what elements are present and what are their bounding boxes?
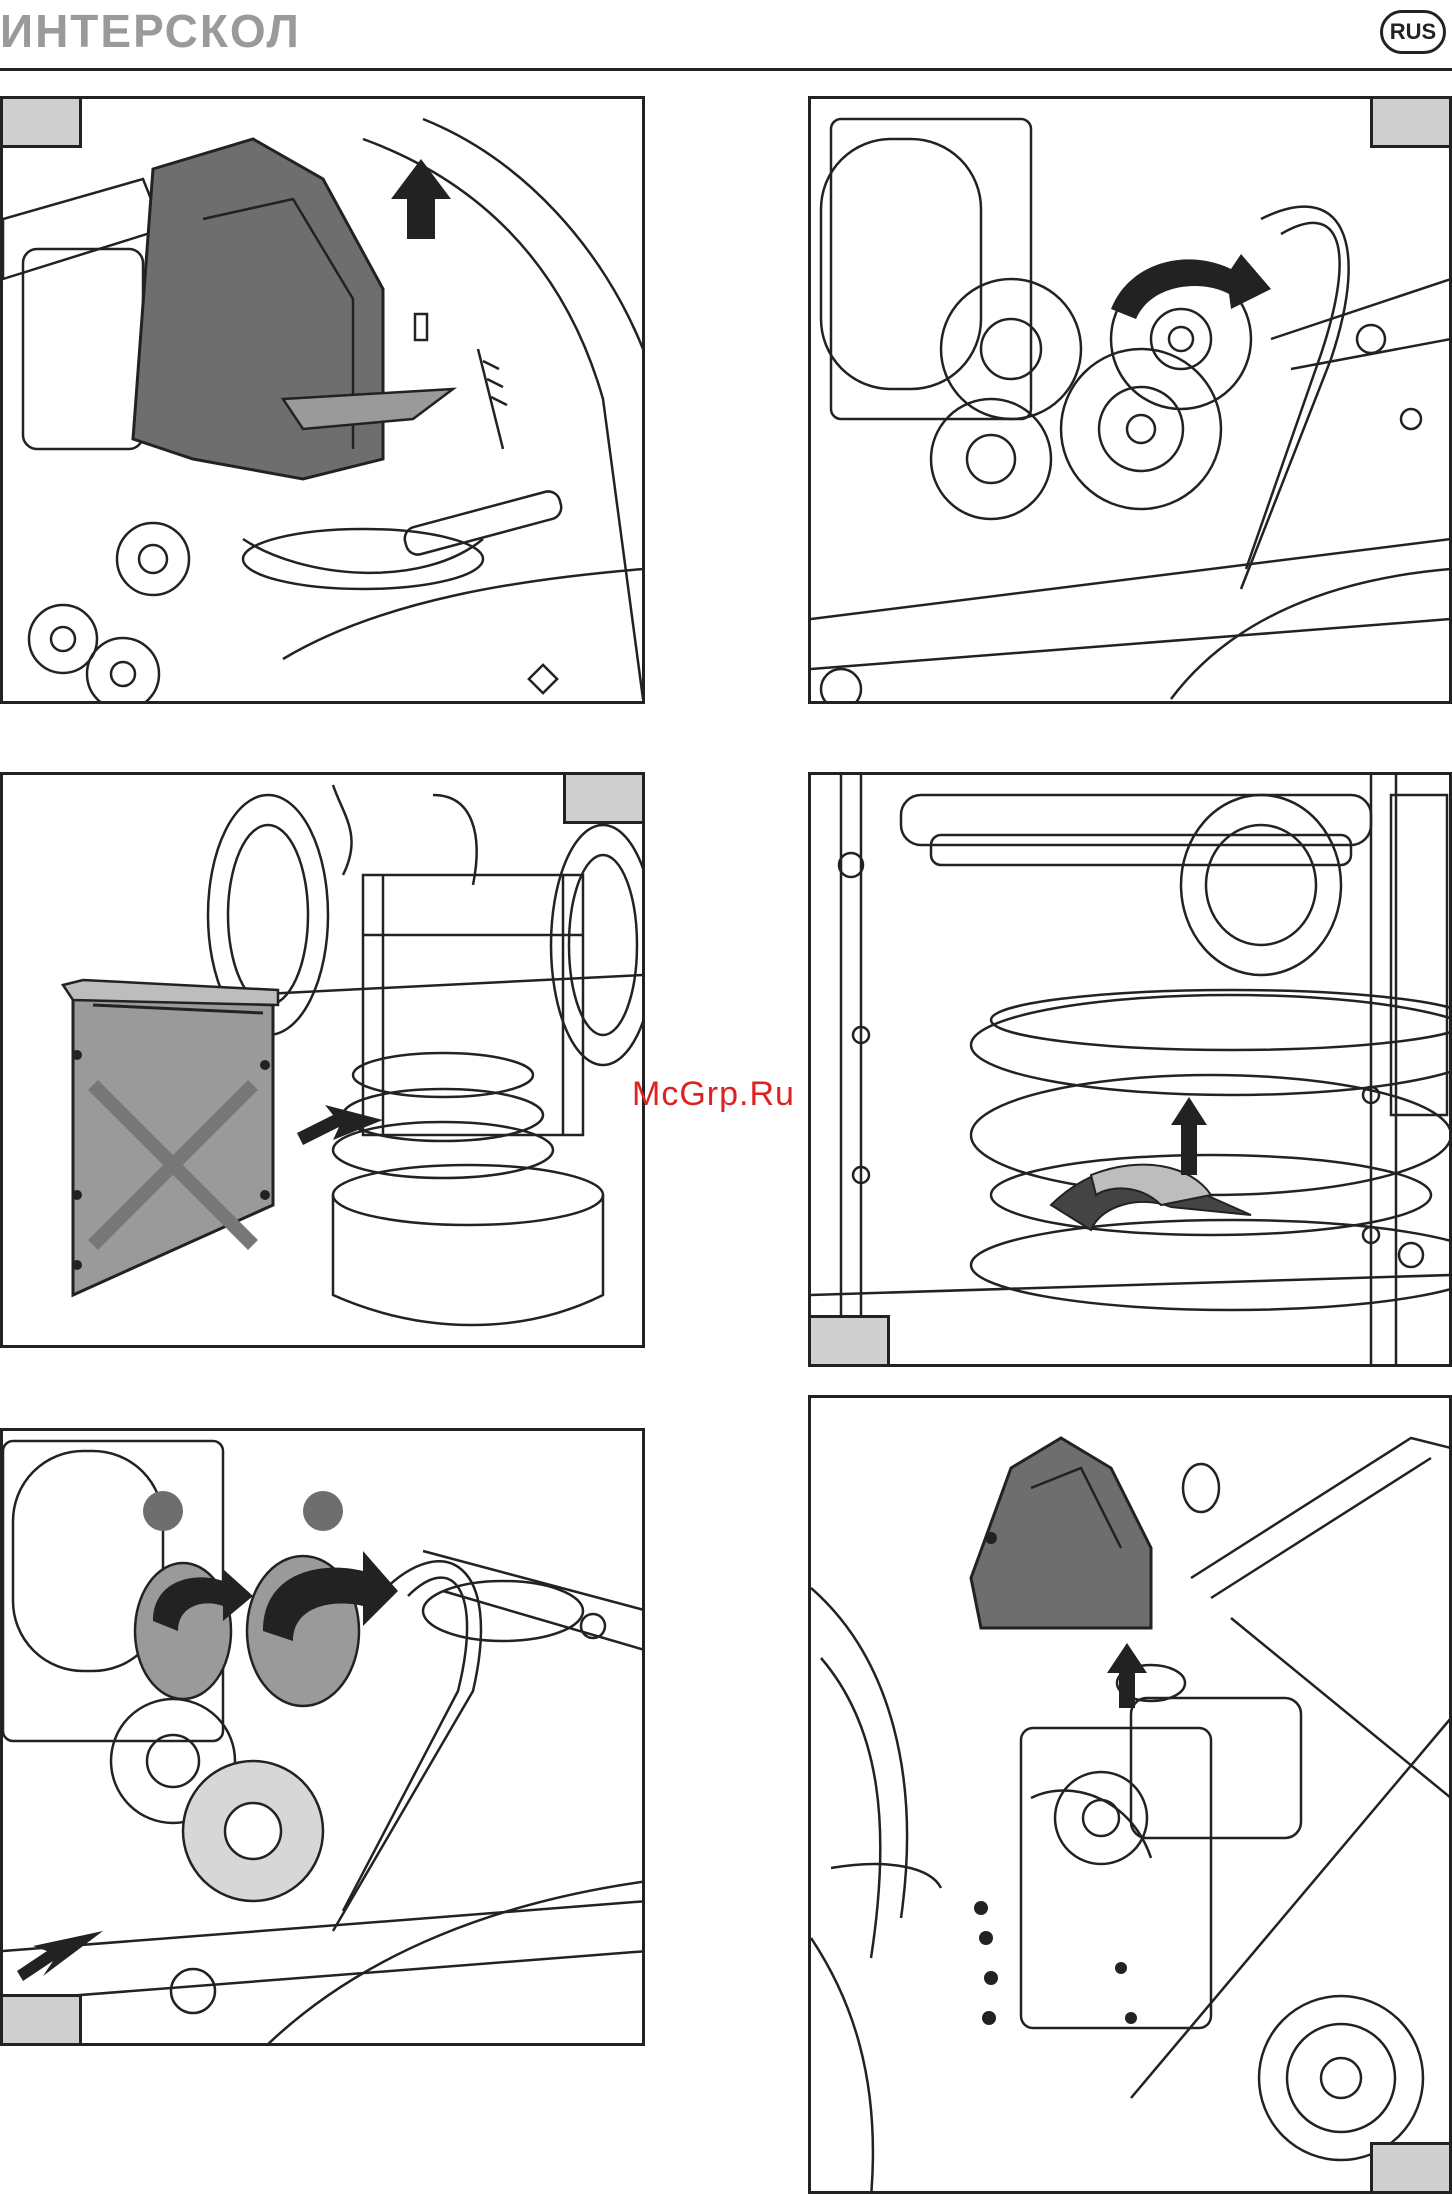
illustration-cover-installation bbox=[811, 1398, 1452, 2194]
lower-cover-part bbox=[73, 995, 273, 1295]
language-badge: RUS bbox=[1380, 10, 1446, 54]
panel-step-2 bbox=[808, 96, 1452, 704]
page-header: ИНТЕРСКОЛ RUS bbox=[0, 0, 1452, 71]
step-tag bbox=[808, 1315, 890, 1367]
step-tag bbox=[1370, 2142, 1452, 2194]
illustration-tensioner-belt bbox=[3, 1431, 645, 2046]
step-tag bbox=[1370, 96, 1452, 148]
panel-step-3 bbox=[0, 772, 645, 1348]
illustration-lower-cover-removal bbox=[3, 775, 645, 1348]
step-tag bbox=[0, 96, 82, 148]
belt-cover-part bbox=[971, 1438, 1151, 1628]
step-tag bbox=[563, 772, 645, 824]
watermark-text: McGrp.Ru bbox=[632, 1075, 795, 1114]
brand-logo: ИНТЕРСКОЛ bbox=[0, 4, 301, 58]
panel-step-6 bbox=[808, 1395, 1452, 2194]
panel-step-5 bbox=[0, 1428, 645, 2046]
step-tag bbox=[0, 1994, 82, 2046]
illustration-engine-belt-removal bbox=[811, 99, 1452, 704]
illustration-drive-belt-removal bbox=[811, 775, 1452, 1367]
belt-cover-part bbox=[133, 139, 383, 479]
illustration-belt-cover-removal bbox=[3, 99, 645, 704]
panel-step-4 bbox=[808, 772, 1452, 1367]
panel-step-1 bbox=[0, 96, 645, 704]
